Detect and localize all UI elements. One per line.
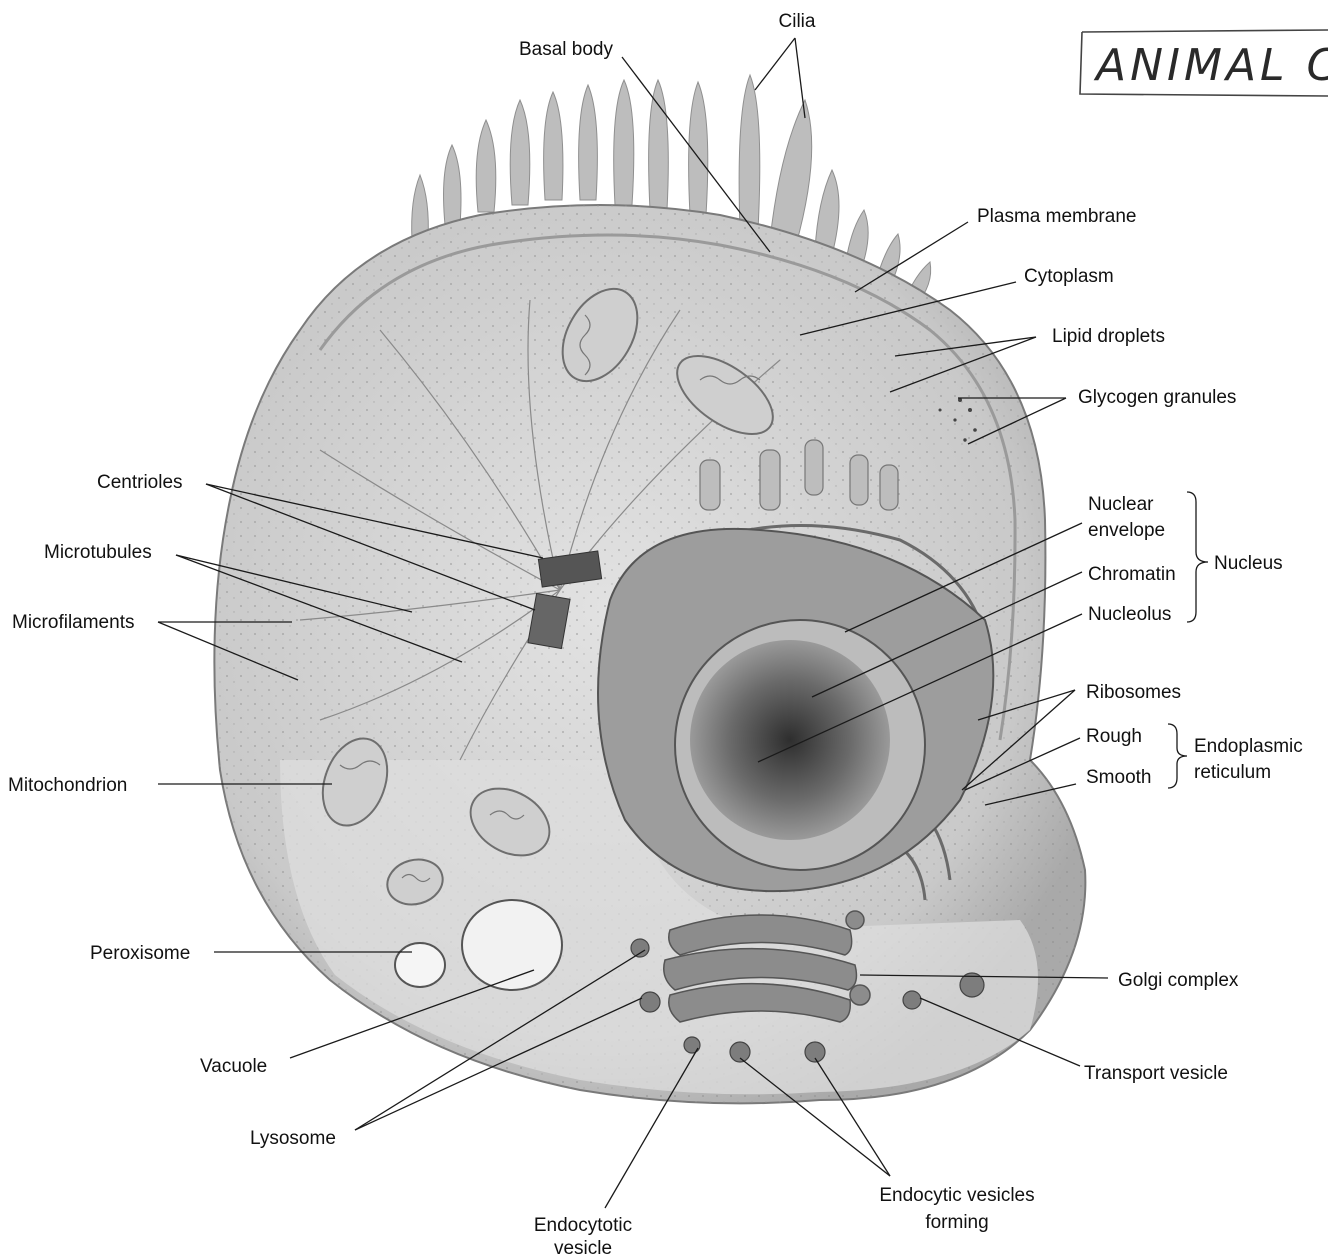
label-endocytotic-line2: vesicle [554, 1238, 612, 1259]
label-vacuole: Vacuole [200, 1056, 267, 1077]
label-microfilaments: Microfilaments [12, 612, 134, 633]
label-cytoplasm: Cytoplasm [1024, 266, 1114, 287]
label-nucleolus: Nucleolus [1088, 604, 1171, 625]
golgi-complex [664, 911, 870, 1022]
lysosome-shape [631, 939, 649, 957]
label-peroxisome: Peroxisome [90, 943, 190, 964]
label-centrioles: Centrioles [97, 472, 183, 493]
lysosome-shape-2 [640, 992, 660, 1012]
label-glycogen-granules: Glycogen granules [1078, 387, 1236, 408]
peroxisome-shape [395, 943, 445, 987]
page-title: ANIMAL C [1093, 40, 1328, 91]
label-nuclear-envelope-line2: envelope [1088, 520, 1165, 541]
label-lysosome: Lysosome [250, 1128, 336, 1149]
vacuole-shape [462, 900, 562, 990]
label-golgi-complex: Golgi complex [1118, 970, 1239, 991]
label-ribosomes: Ribosomes [1086, 682, 1181, 703]
label-lipid-droplets: Lipid droplets [1052, 326, 1165, 347]
label-endocytotic-line1: Endocytotic [534, 1215, 632, 1236]
transport-vesicle-shape [903, 991, 921, 1009]
label-cilia: Cilia [779, 11, 816, 32]
endocytotic-vesicle-shape [684, 1037, 700, 1053]
label-nucleus: Nucleus [1214, 553, 1283, 574]
label-smooth: Smooth [1086, 767, 1151, 788]
endocytic-vesicle-shape-1 [730, 1042, 750, 1062]
label-reticulum: reticulum [1194, 762, 1271, 783]
label-plasma-membrane: Plasma membrane [977, 206, 1136, 227]
nucleolus-shape [690, 640, 890, 840]
label-mitochondrion: Mitochondrion [8, 775, 127, 796]
label-endoplasmic: Endoplasmic [1194, 736, 1303, 757]
label-rough: Rough [1086, 726, 1142, 747]
label-endocytic-vesicles-line1: Endocytic vesicles [879, 1185, 1034, 1206]
label-microtubules: Microtubules [44, 542, 152, 563]
label-nuclear-envelope-line1: Nuclear [1088, 494, 1154, 515]
label-basal-body: Basal body [519, 39, 614, 60]
label-endocytic-vesicles-line2: forming [925, 1212, 988, 1233]
label-chromatin: Chromatin [1088, 564, 1176, 585]
title-box: ANIMAL C [1080, 30, 1328, 96]
label-transport-vesicle: Transport vesicle [1084, 1063, 1228, 1084]
